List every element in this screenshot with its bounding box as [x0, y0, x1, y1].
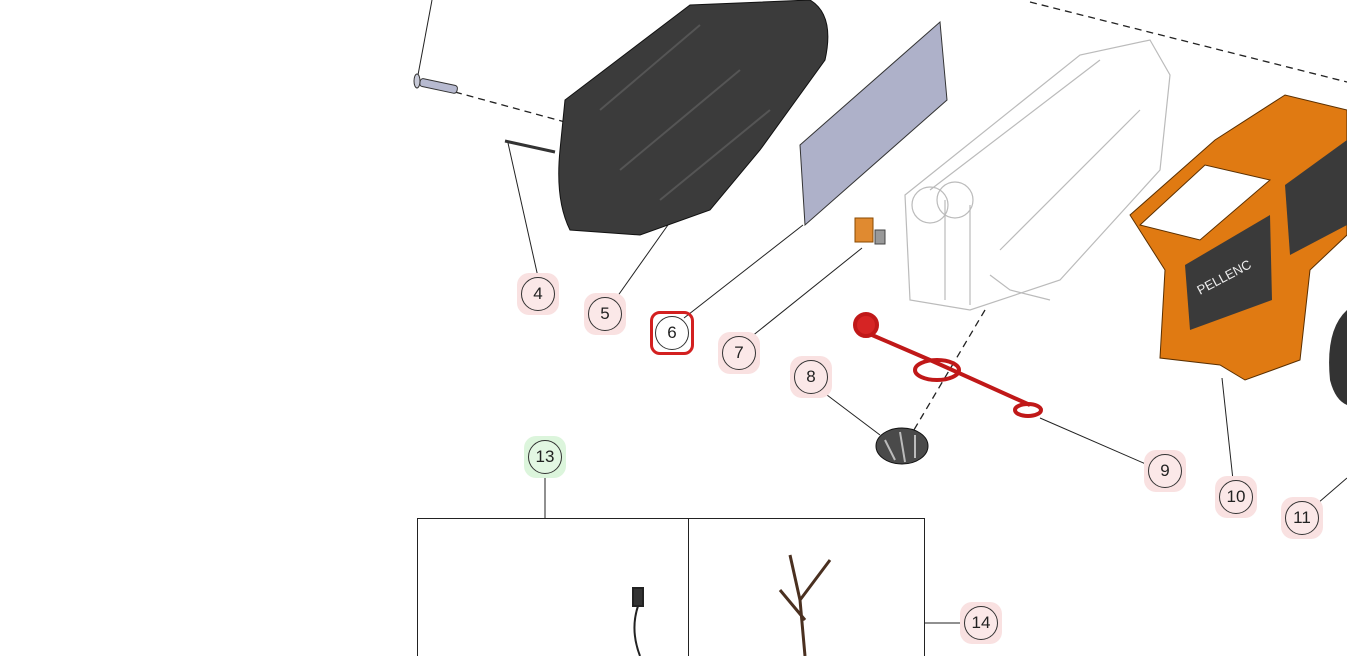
screw-part[interactable] — [413, 73, 458, 94]
gasket-part[interactable] — [853, 312, 1043, 418]
dark-housing-part[interactable] — [558, 0, 829, 236]
callout-13-group[interactable]: 13 — [524, 436, 566, 478]
fuse-part[interactable] — [854, 217, 886, 245]
battery-pack-part[interactable] — [904, 39, 1171, 311]
leader-lines — [417, 0, 1347, 624]
callout-9[interactable]: 9 — [1144, 450, 1186, 492]
dark-part-11[interactable] — [1329, 310, 1347, 405]
pin-part[interactable] — [504, 139, 556, 154]
housing-detail-lines — [599, 24, 771, 201]
insulation-panel-part[interactable] — [799, 20, 948, 227]
callout-7[interactable]: 7 — [718, 332, 760, 374]
charger-cable-part[interactable] — [632, 587, 644, 656]
callout-5[interactable]: 5 — [584, 293, 626, 335]
callout-14[interactable]: 14 — [960, 602, 1002, 644]
callout-11[interactable]: 11 — [1281, 497, 1323, 539]
kit-group-box — [417, 518, 925, 656]
branch-sample-part[interactable] — [778, 554, 832, 656]
callout-10[interactable]: 10 — [1215, 476, 1257, 518]
orange-housing-part[interactable]: PELLENC — [1129, 94, 1347, 381]
callout-4[interactable]: 4 — [517, 273, 559, 315]
callout-8[interactable]: 8 — [790, 356, 832, 398]
callout-6-selected[interactable]: 6 — [650, 311, 694, 355]
cap-knob-part[interactable] — [875, 427, 929, 465]
